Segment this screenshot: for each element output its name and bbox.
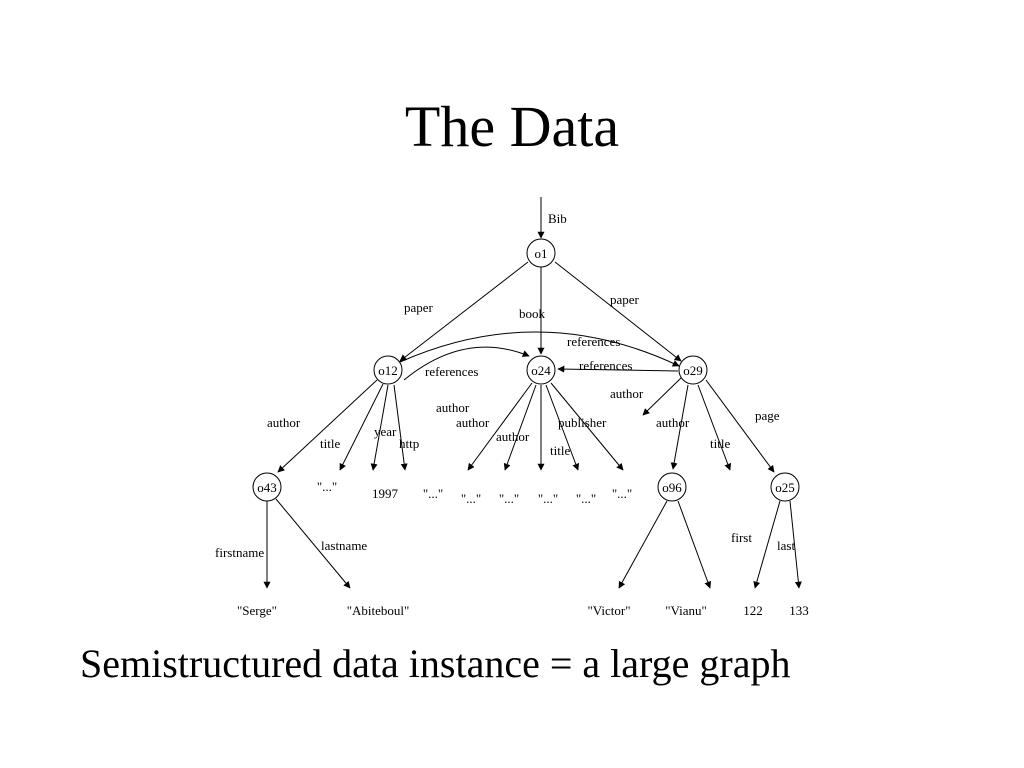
edge-o12-o43 [277,379,378,473]
edge-o24-l5 [550,382,624,471]
edge-o96-last [677,500,712,589]
leaf-o24-1: "..." [461,491,481,506]
node-o43-label: o43 [257,480,277,495]
edge-label-o12-year: year [374,424,397,439]
node-o96-label: o96 [662,480,682,495]
edge-label-o1-o12-paper: paper [404,300,434,315]
leaf-o24-4: "..." [576,491,596,506]
slide-title: The Data [404,94,620,159]
edge-label-o25-first: first [731,530,752,545]
edge-label-o29-o24-references: references [579,358,632,373]
node-o25-label: o25 [775,480,795,495]
edge-o29-title [697,384,732,471]
edge-label-o24-author-1: author [436,400,470,415]
edge-o12-year [370,384,389,471]
edge-o24-l4 [545,384,580,471]
node-o12-label: o12 [378,363,398,378]
edge-o96-first [618,500,668,589]
edge-o29-o25 [705,379,775,473]
edge-label-o12-http: http [399,436,419,451]
edge-label-o25-last: last [777,538,795,553]
edge-label-o1-o29-paper: paper [610,292,640,307]
leaf-o24-3: "..." [538,491,558,506]
edge-o1-o29 [554,261,682,362]
edge-label-o24-author-3: author [496,429,530,444]
node-o12: o12 [373,355,403,385]
edge-label-o12-o29-references: references [567,334,620,349]
edge-o25-last [789,500,802,589]
edge-label-o12-title: title [320,436,340,451]
leaf-o43-firstname: "Serge" [237,603,277,618]
leaf-o43-lastname: "Abiteboul" [347,603,410,618]
graph-edges [263,197,802,589]
leaf-o12-title: "..." [317,479,337,494]
node-o43: o43 [252,472,282,502]
edge-label-o29-title: title [710,436,730,451]
node-o25: o25 [770,472,800,502]
node-o29: o29 [678,355,708,385]
edge-o24-o12-references [403,346,530,381]
edge-label-o24-title: title [550,443,570,458]
leaf-o96-last: "Vianu" [665,603,707,618]
edge-o29-o96 [670,384,689,470]
edge-o24-l1 [467,382,533,471]
node-o24-label: o24 [531,363,551,378]
edge-label-o29-author-2: author [656,415,690,430]
edge-label-o29-page: page [755,408,780,423]
node-o1: o1 [526,238,556,268]
edge-label-o24-publisher: publisher [558,415,607,430]
edge-label-o1-o24-book: book [519,306,546,321]
edge-o1-o12 [399,261,529,362]
edge-o24-l2 [503,384,537,471]
leaf-o24-2: "..." [499,491,519,506]
edge-o25-first [753,500,781,589]
edge-o12-title [339,383,384,471]
edge-label-o43-firstname: firstname [215,545,264,560]
node-o29-label: o29 [683,363,703,378]
leaf-o25-last: 133 [789,603,809,618]
edge-label-bib: Bib [548,211,567,226]
edge-o12-o29-references [399,331,680,367]
leaf-o25-first: 122 [743,603,763,618]
leaf-o12-year: 1997 [372,486,399,501]
edge-o43-lastname [275,498,351,589]
edge-o29-author-up [642,377,682,416]
edge-label-o12-author: author [267,415,301,430]
edge-o12-http [393,384,408,471]
graph-nodes: o1 o12 o24 o29 o43 o96 o25 [252,238,800,502]
leaf-o24-5: "..." [612,486,632,501]
node-o1-label: o1 [535,246,548,261]
leaf-o96-first: "Victor" [587,603,630,618]
node-o96: o96 [657,472,687,502]
leaf-values: "..." 1997 "..." "..." "..." "..." "..."… [237,479,809,618]
slide-caption: Semistructured data instance = a large g… [80,641,791,686]
node-o24: o24 [526,355,556,385]
edge-label-o12-o24-references: references [425,364,478,379]
edge-label-o24-author-2: author [456,415,490,430]
edge-o29-o24-references [557,365,679,373]
edge-label-o43-lastname: lastname [321,538,367,553]
edge-label-o29-author-1: author [610,386,644,401]
edge-labels: Bib paper book paper references referenc… [215,211,795,560]
leaf-o12-http: "..." [423,486,443,501]
